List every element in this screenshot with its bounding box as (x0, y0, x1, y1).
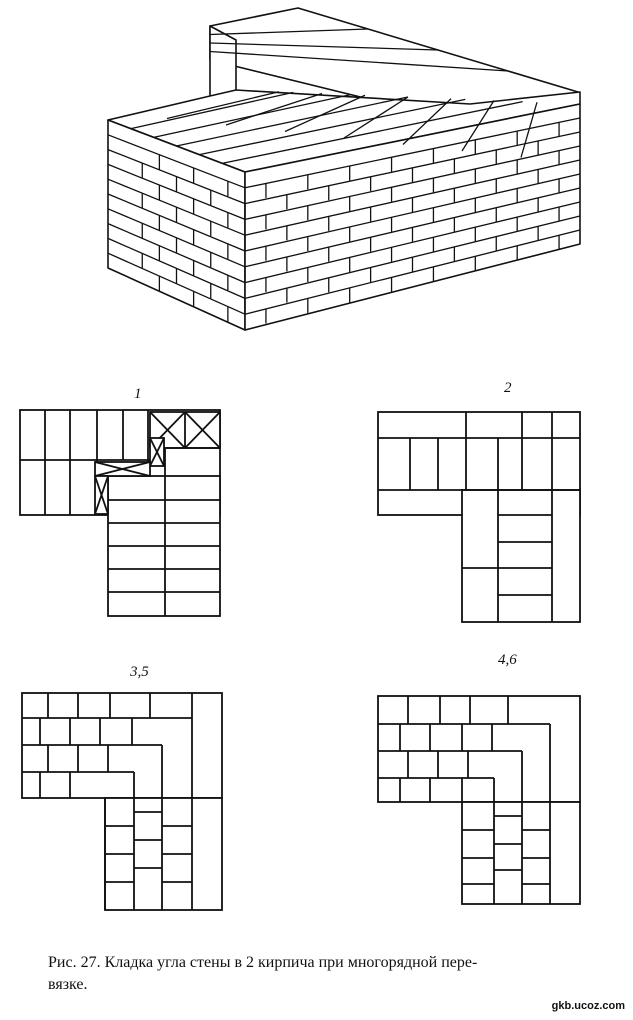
top-course-line (222, 101, 523, 164)
caption-line-1: Рис. 27. Кладка угла стены в 2 кирпича п… (48, 954, 478, 971)
course-line (107, 223, 246, 284)
plan-course-1 (19, 409, 221, 617)
rear-course-line (209, 28, 369, 36)
plan-course-2 (377, 411, 581, 623)
rear-course-line (209, 42, 439, 51)
caption-line-2: вязке. (48, 976, 88, 993)
top-course-line (176, 96, 409, 147)
top-joint (166, 91, 280, 120)
top-joint (225, 92, 323, 126)
top-course-line (130, 91, 294, 130)
course-line (244, 173, 581, 252)
course-line (107, 208, 246, 268)
course-line (107, 252, 246, 315)
top-joint (284, 94, 366, 133)
rear-course-line (209, 50, 509, 72)
top-joint (461, 100, 495, 152)
plan-course-4-6 (377, 695, 581, 905)
plan-1-label: 1 (134, 386, 142, 402)
course-line (244, 145, 581, 221)
course-line (107, 163, 246, 221)
isometric-wall-corner (107, 7, 581, 331)
course-line (107, 193, 246, 252)
top-joint (402, 98, 452, 145)
course-line (244, 229, 581, 315)
plan-4-6-label: 4,6 (498, 652, 517, 668)
plan-course-3-5 (21, 692, 223, 911)
figure-caption: Рис. 27. Кладка угла стены в 2 кирпича п… (48, 952, 618, 996)
top-joint (343, 96, 409, 139)
top-course-line (199, 98, 466, 156)
course-line (244, 201, 581, 284)
plan-3-5-label: 3,5 (129, 664, 149, 680)
top-joint (520, 102, 538, 158)
site-watermark: gkb.ucoz.com (551, 1000, 625, 1012)
plan-2-label: 2 (504, 380, 512, 396)
course-line (244, 117, 581, 189)
course-line (107, 134, 246, 189)
